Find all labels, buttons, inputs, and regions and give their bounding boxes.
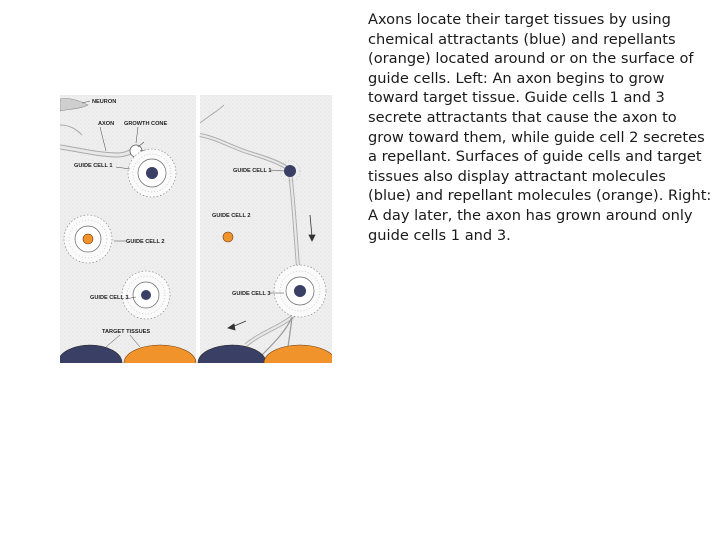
- guide-cell-1-right: [279, 160, 301, 182]
- label-guide-cell-2-right: GUIDE CELL 2: [212, 213, 250, 219]
- figure-caption: Axons locate their target tissues by usi…: [368, 11, 712, 244]
- label-neuron: NEURON: [92, 99, 116, 105]
- label-guide-cell-1-left: GUIDE CELL 1: [74, 163, 112, 169]
- axon-guidance-diagram: NEURON AXON GROWTH CONE GUIDE CELL 1 GUI…: [60, 95, 332, 363]
- right-panel: [200, 95, 332, 363]
- label-guide-cell-1-right: GUIDE CELL 1: [233, 168, 271, 174]
- neuron: [60, 98, 89, 136]
- target-tissues-left: [60, 344, 197, 363]
- guide-cell-3-left: [121, 270, 171, 320]
- label-guide-cell-2-left: GUIDE CELL 2: [126, 239, 164, 245]
- label-growth-cone: GROWTH CONE: [124, 121, 167, 127]
- growth-arrow: [227, 214, 316, 331]
- guide-cell-2-right: [222, 231, 234, 243]
- label-guide-cell-3-right: GUIDE CELL 3: [232, 291, 270, 297]
- guide-cell-2-left: [63, 214, 113, 264]
- target-tissues-right: [197, 344, 332, 363]
- label-target-tissues: TARGET TISSUES: [102, 329, 150, 335]
- guide-cell-3-right: [273, 264, 327, 318]
- label-axon: AXON: [98, 121, 114, 127]
- guide-cell-1-left: [127, 148, 177, 198]
- label-guide-cell-3-left: GUIDE CELL 3: [90, 295, 128, 301]
